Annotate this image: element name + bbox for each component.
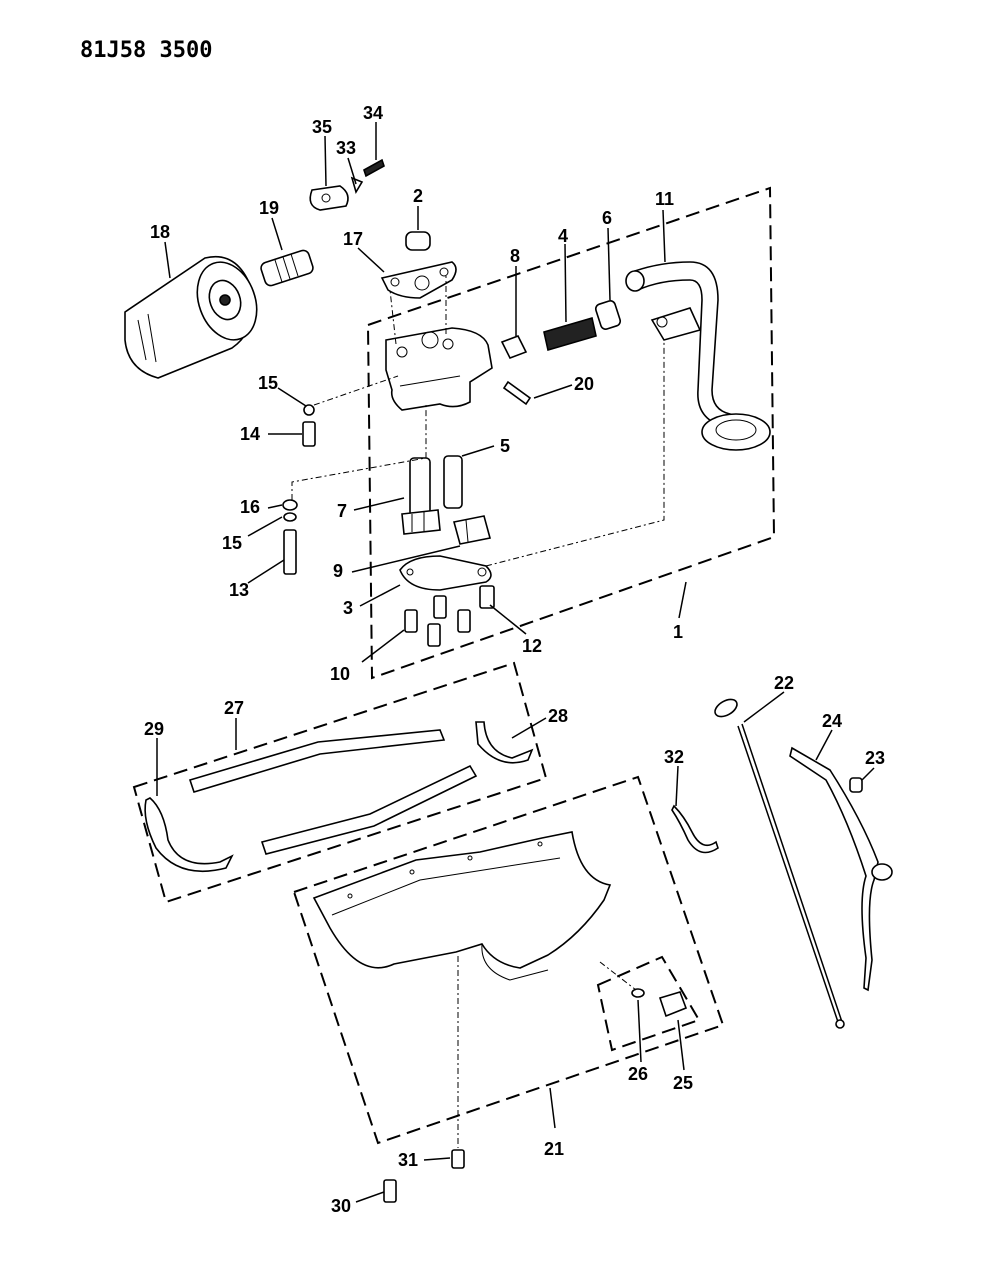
callout-4: 4	[558, 226, 568, 246]
callout-2: 2	[413, 186, 423, 206]
oil-pan-group-box	[292, 775, 725, 1145]
callout-3: 3	[343, 598, 353, 618]
callout-13: 13	[229, 580, 249, 600]
pump-bolt-upper	[302, 404, 316, 447]
callout-24: 24	[822, 711, 842, 731]
relief-valve	[500, 334, 528, 360]
pickup-tube	[625, 261, 771, 451]
callout-7: 7	[337, 501, 347, 521]
callout-31: 31	[398, 1150, 418, 1170]
drain-plug	[658, 991, 688, 1018]
spring-small	[363, 158, 385, 178]
pan-bolt-30	[383, 1179, 397, 1203]
callout-6: 6	[602, 208, 612, 228]
pump-cover-gasket	[380, 261, 457, 299]
callout-20: 20	[574, 374, 594, 394]
leader-lines	[156, 122, 875, 1203]
rear-main-seal	[475, 721, 534, 764]
callout-35: 35	[312, 117, 332, 137]
callout-15-upper: 15	[258, 373, 278, 393]
diagram-code: 81J58 3500	[80, 38, 213, 63]
drain-plug-gasket	[631, 988, 645, 998]
callout-34: 34	[363, 103, 383, 123]
drain-plug-group-box	[596, 955, 701, 1052]
oil-filter	[124, 256, 258, 379]
tube-screw	[849, 777, 863, 793]
tube-bracket	[671, 804, 719, 854]
drive-gear	[401, 457, 441, 535]
oil-pan	[312, 831, 612, 981]
alignment-lines	[291, 276, 665, 1148]
callout-21: 21	[544, 1139, 564, 1159]
idler-shaft	[443, 455, 463, 509]
callout-30: 30	[331, 1196, 351, 1216]
callout-29: 29	[144, 719, 164, 739]
idler-gear	[453, 515, 491, 545]
callout-10: 10	[330, 664, 350, 684]
pin	[350, 176, 364, 194]
callout-15-lower: 15	[222, 533, 242, 553]
callouts: 1 2 3 4 5 6 7 8 9 10 11 12 13 14 15 15 1…	[144, 103, 885, 1216]
callout-16: 16	[240, 497, 260, 517]
callout-19: 19	[259, 198, 279, 218]
bushing	[405, 231, 431, 251]
oil-pan-gasket-set	[144, 729, 478, 873]
callout-26: 26	[628, 1064, 648, 1084]
callout-22: 22	[774, 673, 794, 693]
callout-33: 33	[336, 138, 356, 158]
callout-14: 14	[240, 424, 260, 444]
flange-gasket	[309, 185, 349, 211]
callout-11: 11	[655, 189, 674, 209]
pump-cover	[399, 555, 492, 591]
oil-pump-body	[385, 327, 493, 411]
callout-1: 1	[673, 622, 683, 642]
callout-23: 23	[865, 748, 885, 768]
callout-9: 9	[333, 561, 343, 581]
callout-18: 18	[150, 222, 170, 242]
retainer	[594, 300, 622, 330]
callout-17: 17	[343, 229, 363, 249]
callout-28: 28	[548, 706, 568, 726]
filter-fitting	[260, 249, 314, 287]
pump-bolt-lower	[282, 499, 298, 575]
gasket-group-box	[132, 661, 548, 904]
pin-20	[502, 380, 532, 406]
cover-bolts	[404, 585, 495, 647]
callout-8: 8	[510, 246, 520, 266]
callout-5: 5	[500, 436, 510, 456]
relief-spring	[543, 316, 597, 352]
pan-bolt-31	[451, 1149, 465, 1169]
oil-pump-group-box	[366, 186, 776, 680]
callout-25: 25	[673, 1073, 693, 1093]
dipstick-tube	[789, 746, 893, 992]
dipstick	[714, 698, 845, 1029]
callout-27: 27	[224, 698, 244, 718]
callout-32: 32	[664, 747, 684, 767]
callout-12: 12	[522, 636, 542, 656]
